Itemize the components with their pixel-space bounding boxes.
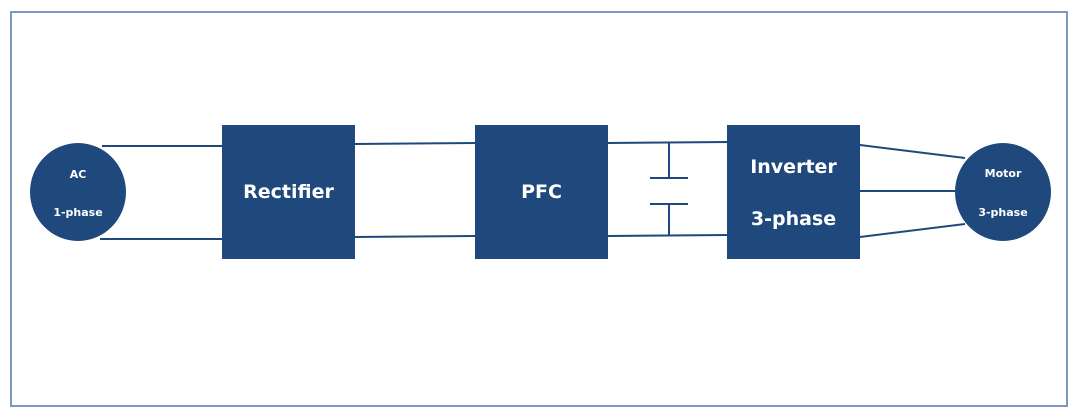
motor-phase-label: 3-phase bbox=[978, 206, 1028, 219]
inverter-block: Inverter 3-phase bbox=[727, 125, 860, 259]
wire-inverter-motor-a bbox=[859, 144, 966, 159]
wire-pfc-inverter-bottom bbox=[607, 234, 729, 237]
inverter-label: Inverter bbox=[750, 156, 837, 178]
rectifier-label: Rectifier bbox=[243, 181, 334, 203]
wire-rectifier-pfc-bottom bbox=[354, 235, 476, 238]
ac-source-node: AC 1-phase bbox=[30, 143, 126, 241]
wire-inverter-motor-c bbox=[859, 223, 966, 238]
inverter-phase-label: 3-phase bbox=[750, 208, 837, 230]
pfc-block: PFC bbox=[475, 125, 608, 259]
motor-label: Motor bbox=[984, 167, 1022, 180]
pfc-label: PFC bbox=[521, 181, 562, 203]
ac-source-label: AC bbox=[69, 168, 87, 181]
rectifier-block: Rectifier bbox=[222, 125, 355, 259]
ac-source-phase-label: 1-phase bbox=[53, 206, 103, 219]
wire-rectifier-pfc-top bbox=[354, 142, 476, 145]
motor-node: Motor 3-phase bbox=[955, 143, 1051, 241]
